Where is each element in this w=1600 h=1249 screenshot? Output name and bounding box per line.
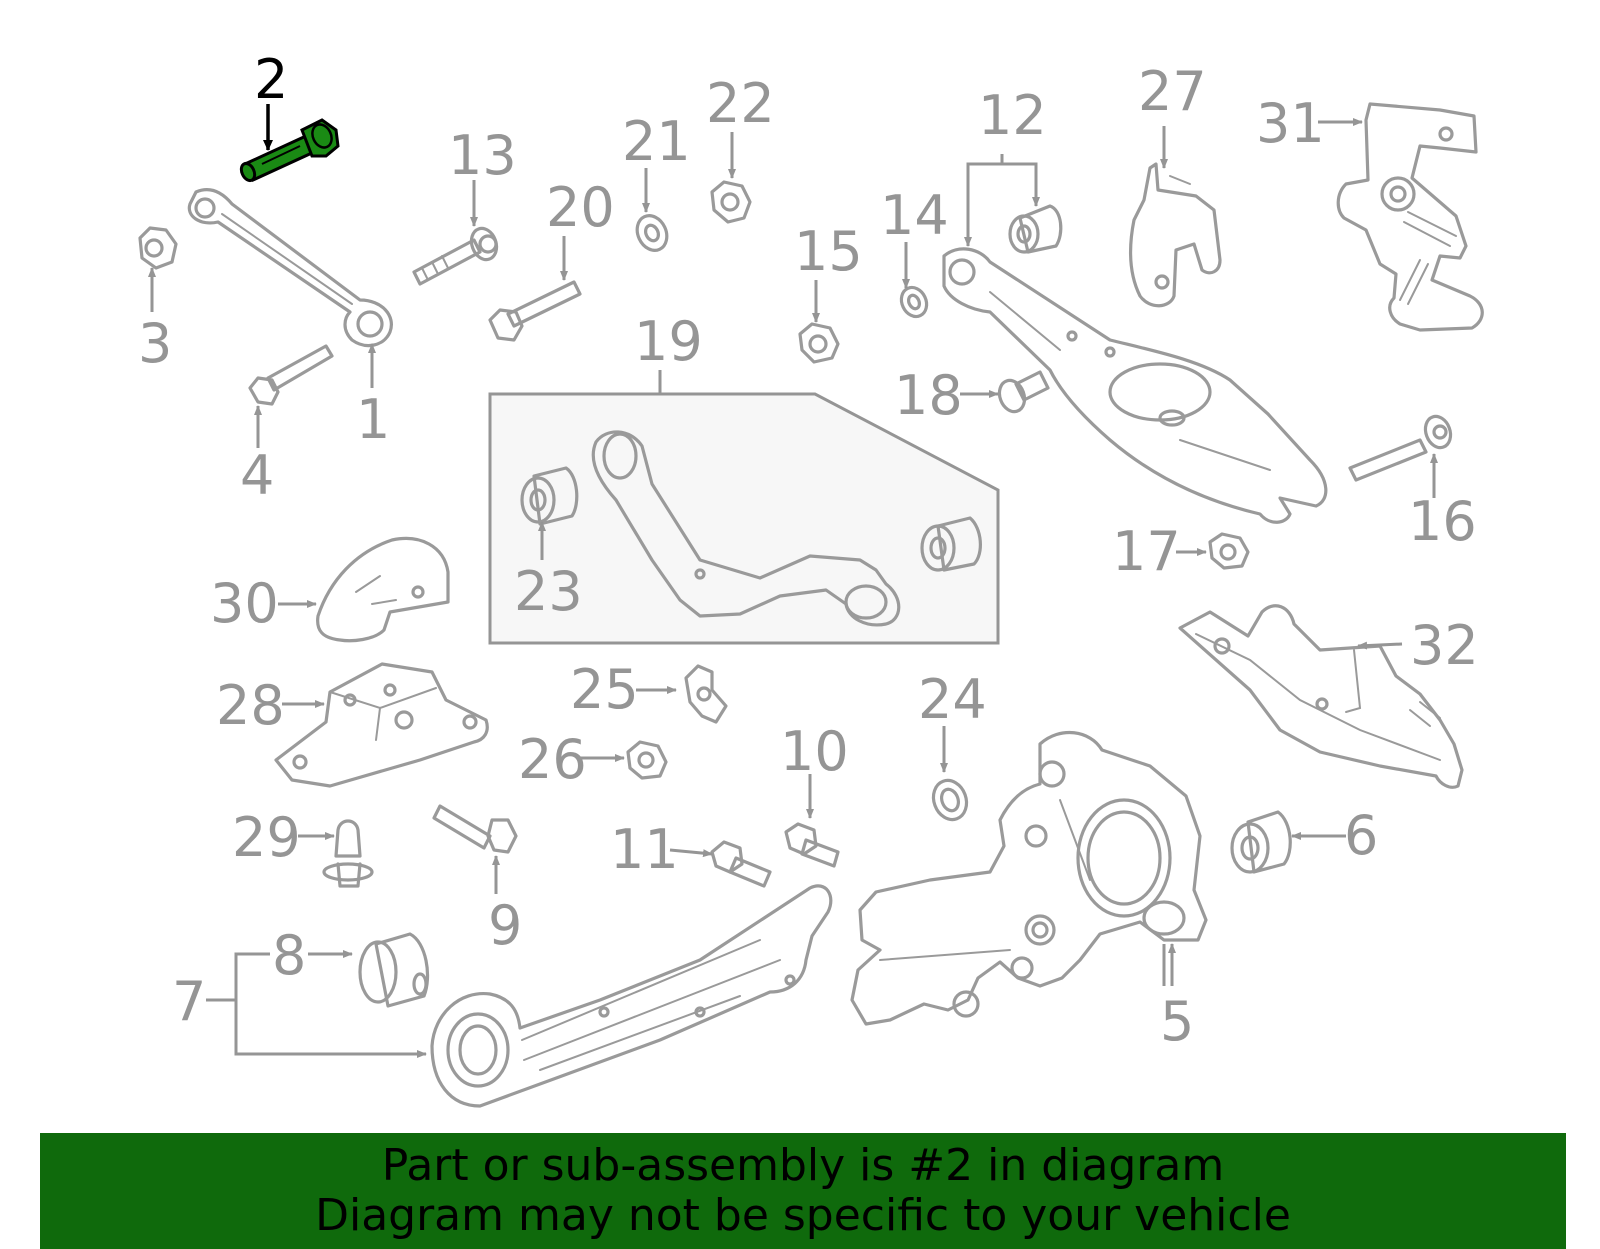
part-1-lateral-link[interactable]	[187, 188, 393, 348]
part-20-bolt[interactable]	[488, 280, 582, 342]
subassembly-19-box	[488, 392, 1000, 645]
part-15-nut[interactable]	[798, 322, 840, 364]
callout-12[interactable]: 12	[978, 84, 1047, 147]
part-29-clip[interactable]	[322, 819, 374, 888]
callout-13[interactable]: 13	[448, 124, 517, 187]
callout-24[interactable]: 24	[918, 668, 987, 731]
lower-control-arm[interactable]	[942, 247, 1328, 524]
callout-17[interactable]: 17	[1112, 520, 1181, 583]
part-19-bushing[interactable]	[920, 516, 982, 572]
callout-4[interactable]: 4	[240, 444, 274, 507]
callout-23[interactable]: 23	[514, 560, 583, 623]
part-2-bolt[interactable]	[239, 118, 340, 183]
part-4-bolt[interactable]	[248, 344, 334, 406]
part-8-bushing[interactable]	[358, 932, 430, 1008]
part-23-bushing[interactable]	[520, 466, 579, 526]
callout-2[interactable]: 2	[254, 48, 288, 111]
part-13-bolt[interactable]	[412, 225, 501, 286]
notice-line-1: Part or sub-assembly is #2 in diagram	[381, 1140, 1225, 1191]
callout-29[interactable]: 29	[232, 806, 301, 869]
callout-15[interactable]: 15	[794, 220, 863, 283]
part-32-shield[interactable]	[1178, 604, 1464, 789]
part-7-trailing-arm[interactable]	[430, 884, 833, 1108]
part-11-bolt[interactable]	[710, 840, 772, 888]
callout-11[interactable]: 11	[610, 818, 679, 881]
part-22-nut[interactable]	[710, 180, 752, 224]
leader-lines	[148, 104, 1438, 1058]
part-18-bolt[interactable]	[995, 370, 1050, 415]
part-17-nut[interactable]	[1208, 532, 1250, 570]
callout-28[interactable]: 28	[216, 674, 285, 737]
part-16-bolt[interactable]	[1348, 413, 1455, 482]
callout-20[interactable]: 20	[546, 176, 615, 239]
part-28-mount[interactable]	[274, 662, 489, 788]
part-9-bolt[interactable]	[432, 804, 518, 854]
part-30-cover[interactable]	[316, 536, 450, 643]
part-24-washer[interactable]	[928, 776, 972, 825]
callout-labels: 2 1 3 4 5 6 7 8 9 10 11 12 13 14 15 16 1…	[138, 48, 1479, 1053]
callout-5[interactable]: 5	[1160, 990, 1194, 1053]
part-3-nut[interactable]	[138, 226, 178, 270]
part-19-upper-arm[interactable]	[591, 430, 901, 627]
part-5-knuckle[interactable]	[850, 730, 1208, 1026]
callout-3[interactable]: 3	[138, 312, 172, 375]
part-25-bracket[interactable]	[684, 664, 728, 724]
callout-31[interactable]: 31	[1256, 92, 1325, 155]
callout-9[interactable]: 9	[488, 894, 522, 957]
callout-27[interactable]: 27	[1138, 60, 1207, 123]
part-21-washer[interactable]	[632, 211, 673, 255]
callout-32[interactable]: 32	[1410, 614, 1479, 677]
callout-7[interactable]: 7	[172, 970, 206, 1033]
part-31-bracket[interactable]	[1336, 102, 1484, 332]
callout-18[interactable]: 18	[894, 364, 963, 427]
callout-26[interactable]: 26	[518, 728, 587, 791]
callout-14[interactable]: 14	[880, 184, 949, 247]
notice-line-2: Diagram may not be specific to your vehi…	[315, 1190, 1291, 1241]
part-27-bracket[interactable]	[1129, 162, 1222, 308]
callout-22[interactable]: 22	[706, 72, 775, 135]
notice-banner: Part or sub-assembly is #2 in diagram Di…	[40, 1133, 1566, 1249]
callout-21[interactable]: 21	[622, 110, 691, 173]
callout-10[interactable]: 10	[780, 720, 849, 783]
part-14-washer[interactable]	[897, 283, 931, 320]
callout-19[interactable]: 19	[634, 310, 703, 373]
callout-1[interactable]: 1	[356, 388, 390, 451]
part-26-nut[interactable]	[626, 740, 668, 780]
callout-25[interactable]: 25	[570, 658, 639, 721]
part-12-bushing[interactable]	[1008, 204, 1063, 254]
part-10-bolt[interactable]	[784, 822, 840, 868]
callout-16[interactable]: 16	[1408, 490, 1477, 553]
callout-6[interactable]: 6	[1344, 804, 1378, 867]
callout-30[interactable]: 30	[210, 572, 279, 635]
callout-8[interactable]: 8	[272, 924, 306, 987]
part-6-bushing[interactable]	[1230, 810, 1292, 874]
